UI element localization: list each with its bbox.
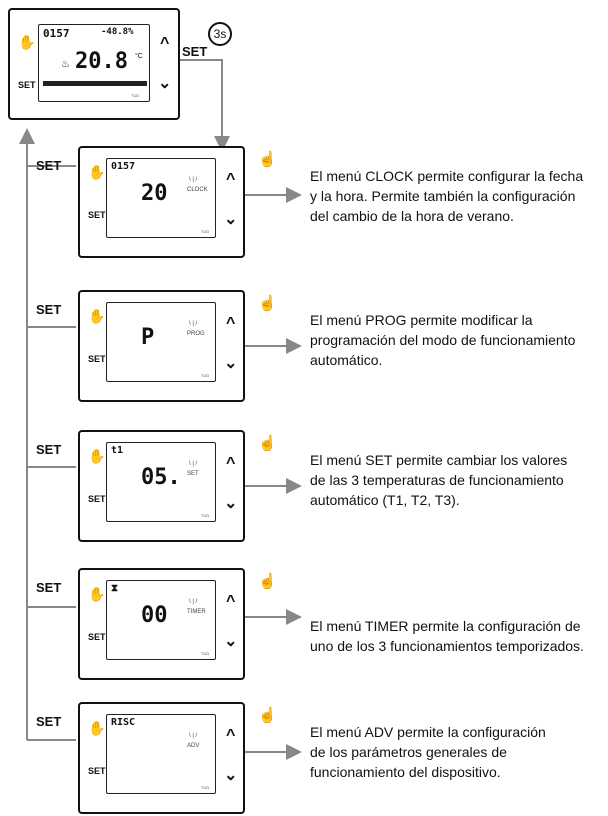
tud-label: TUD	[201, 785, 210, 790]
description-line: y la hora. Permite también la configurac…	[310, 188, 576, 204]
thermostat-set: ✋ SET ^ ⌄ t1 05. SET \ | / TUD	[78, 430, 245, 542]
description-line: automático.	[310, 352, 383, 368]
blink-rays-icon: \ | /	[189, 599, 198, 605]
description-line: El menú PROG permite modificar la	[310, 312, 533, 328]
description-line: El menú ADV permite la configuración	[310, 724, 546, 740]
chevron-down-icon[interactable]: ⌄	[224, 633, 238, 650]
screen-top-text: t1	[111, 445, 124, 456]
menu-word-label: ADV	[187, 743, 200, 749]
description-line: El menú SET permite cambiar los valores	[310, 452, 568, 468]
chevron-down-icon[interactable]: ⌄	[158, 75, 172, 92]
chevron-up-icon[interactable]: ^	[226, 171, 236, 188]
set-label-prog: SET	[36, 302, 62, 317]
chevron-up-icon[interactable]: ^	[160, 35, 170, 52]
thermostat-timer: ✋ SET ^ ⌄ ⧗ 00 TIMER \ | / TUD	[78, 568, 245, 680]
tap-hand-icon: ☝	[258, 707, 277, 724]
description-line: de los parámetros generales de	[310, 744, 507, 760]
lcd-screen: ⧗ 00 TIMER \ | / TUD	[106, 580, 216, 660]
chevron-down-icon[interactable]: ⌄	[224, 767, 238, 784]
menu-word-label: TIMER	[187, 609, 206, 615]
description-line: del cambio de la hora de verano.	[310, 208, 514, 224]
set-key[interactable]: SET	[88, 210, 106, 220]
screen-main-text: P	[141, 325, 155, 350]
screen-top-text: RISC	[111, 717, 136, 728]
blink-rays-icon: \ | /	[189, 177, 198, 183]
screen-main-text: 20	[141, 181, 168, 206]
blink-rays-icon: \ | /	[189, 461, 198, 467]
menu-word-label: SET	[187, 471, 199, 477]
hand-touch-icon[interactable]: ✋	[88, 164, 106, 180]
set-label-adv: SET	[36, 714, 62, 729]
set-label-set: SET	[36, 442, 62, 457]
hand-touch-icon[interactable]: ✋	[88, 448, 106, 464]
blink-rays-icon: \ | /	[189, 733, 198, 739]
humidity-display: -48.8%	[101, 27, 134, 37]
chevron-up-icon[interactable]: ^	[226, 455, 236, 472]
tud-label: TUD	[201, 651, 210, 656]
tud-label: TUD	[201, 513, 210, 518]
screen-main-text: 05.	[141, 465, 181, 490]
chevron-up-icon[interactable]: ^	[226, 593, 236, 610]
tud-label: TUD	[131, 93, 140, 98]
tap-hand-icon: ☝	[258, 295, 277, 312]
set-label-timer: SET	[36, 580, 62, 595]
tap-hand-icon: ☝	[258, 573, 277, 590]
tap-hand-icon: ☝	[258, 151, 277, 168]
description-line: El menú CLOCK permite configurar la fech…	[310, 168, 584, 184]
lcd-screen: 0157 20 CLOCK \ | / TUD	[106, 158, 216, 238]
counter-display: 0157	[43, 27, 70, 40]
hold-time-badge: 3s	[208, 22, 232, 46]
description-line: automático (T1, T2, T3).	[310, 492, 460, 508]
description-line: uno de los 3 funcionamientos temporizado…	[310, 638, 584, 654]
tud-label: TUD	[201, 229, 210, 234]
hand-touch-icon[interactable]: ✋	[88, 308, 106, 324]
screen-main-text: 00	[141, 603, 168, 628]
unit-display: °C	[135, 53, 143, 60]
chevron-down-icon[interactable]: ⌄	[224, 495, 238, 512]
thermostat-adv: ✋ SET ^ ⌄ RISC ADV \ | / TUD	[78, 702, 245, 814]
lcd-screen: t1 05. SET \ | / TUD	[106, 442, 216, 522]
lcd-screen: P PROG \ | / TUD	[106, 302, 216, 382]
description-line: funcionamiento del dispositivo.	[310, 764, 501, 780]
screen-top-text: 0157	[111, 161, 136, 172]
set-key[interactable]: SET	[18, 80, 36, 90]
hand-touch-icon[interactable]: ✋	[88, 586, 106, 602]
flame-icon: ♨	[61, 59, 70, 70]
temperature-display: 20.8	[75, 49, 128, 74]
set-label-clock: SET	[36, 158, 62, 173]
thermostat-main: ✋ SET ^ ⌄ 0157 -48.8% ♨ 20.8 °C TUD	[8, 8, 180, 120]
blink-rays-icon: \ | /	[189, 321, 198, 327]
description-line: El menú TIMER permite la configuración d…	[310, 618, 581, 634]
set-key[interactable]: SET	[88, 766, 106, 776]
set-key[interactable]: SET	[88, 494, 106, 504]
chevron-up-icon[interactable]: ^	[226, 727, 236, 744]
chevron-up-icon[interactable]: ^	[226, 315, 236, 332]
lcd-screen: 0157 -48.8% ♨ 20.8 °C TUD	[38, 24, 150, 102]
set-label-top: SET	[182, 44, 208, 59]
tap-hand-icon: ☝	[258, 435, 277, 452]
menu-word-label: PROG	[187, 331, 205, 337]
chevron-down-icon[interactable]: ⌄	[224, 355, 238, 372]
description-line: programación del modo de funcionamiento	[310, 332, 576, 348]
arrow-to-clock	[180, 59, 230, 152]
hand-touch-icon[interactable]: ✋	[88, 720, 106, 736]
set-key[interactable]: SET	[88, 632, 106, 642]
tud-label: TUD	[201, 373, 210, 378]
description-line: de las 3 temperaturas de funcionamiento	[310, 472, 564, 488]
lcd-screen: RISC ADV \ | / TUD	[106, 714, 216, 794]
chevron-down-icon[interactable]: ⌄	[224, 211, 238, 228]
thermostat-prog: ✋ SET ^ ⌄ P PROG \ | / TUD	[78, 290, 245, 402]
hand-touch-icon[interactable]: ✋	[18, 34, 36, 50]
screen-top-text: ⧗	[111, 583, 119, 594]
set-key[interactable]: SET	[88, 354, 106, 364]
program-bar	[43, 81, 147, 86]
thermostat-clock: ✋ SET ^ ⌄ 0157 20 CLOCK \ | / TUD	[78, 146, 245, 258]
menu-word-label: CLOCK	[187, 187, 208, 193]
